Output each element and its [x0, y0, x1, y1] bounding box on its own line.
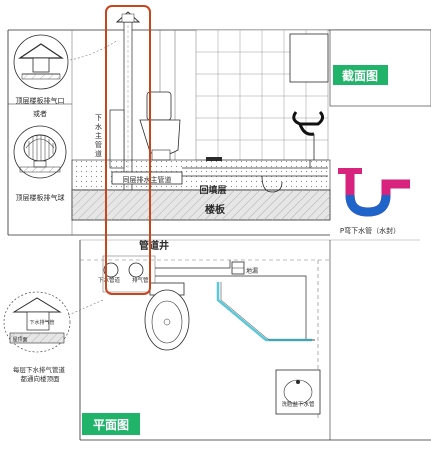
roof-note: 每层下水排气管道 都通向楼顶面 [13, 365, 67, 383]
drain-pipe-label: 下水管道 [98, 276, 121, 284]
toilet-section [139, 91, 181, 161]
vent-stack [109, 11, 141, 191]
section-title-box [333, 65, 388, 85]
or-label: 或者 [33, 109, 47, 118]
vent-pipe-label: 排气管 [132, 276, 149, 284]
same-floor-pipe-label: 同层排水主管道 [123, 175, 172, 184]
vent-ball-label: 顶层楼板排气球 [16, 193, 65, 202]
highlight-box [105, 5, 151, 295]
roof-note-line1: 每层下水排气管道 [13, 365, 66, 374]
basin-drain-label: 洗脸盆下水管 [281, 400, 315, 408]
section-view: 顶层楼板排气口 或者 顶层楼板排气球 [7, 11, 431, 236]
roof-label: 屋顶面 [12, 337, 27, 343]
fill-layer-label: 回填层 [199, 184, 226, 196]
p-trap-illustration [338, 168, 410, 217]
floor-drain-label: 地漏 [246, 267, 258, 275]
slab-label: 楼板 [205, 203, 226, 216]
plan-view: 管道井 下水管道 排气管 地漏 洗脸盆下水管 [65, 239, 431, 441]
same-floor-drain-pipe [111, 157, 328, 193]
basin-plan [275, 369, 321, 415]
toilet-plan [144, 282, 190, 351]
side-label: 下水排气管 [29, 319, 54, 326]
vent-ball-detail [13, 125, 67, 179]
section-title: 截面图 [342, 68, 378, 83]
roof-vent-cap-label: 顶层楼板排气口 [16, 96, 65, 105]
plan-title: 平面图 [93, 418, 129, 432]
ptrap-caption: P弯下水管（水封） [340, 226, 400, 235]
roof-detail: 下水排气管 屋顶面 每层下水排气管道 都通向楼顶面 [3, 291, 71, 383]
roof-note-line2: 都通向楼顶面 [21, 374, 61, 383]
drain-main-label: 下水主管道 [95, 114, 102, 158]
roof-vent-cap-detail [13, 34, 69, 90]
shaft-label: 管道井 [139, 239, 169, 252]
plan-title-box [82, 413, 140, 435]
